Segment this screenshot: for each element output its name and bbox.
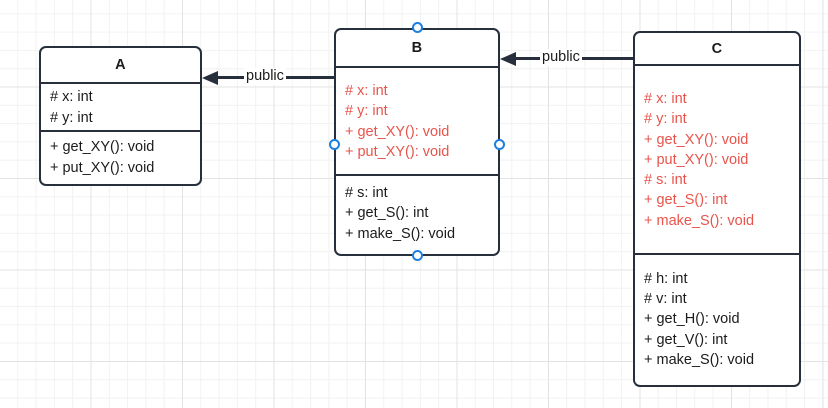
uml-member: # y: int	[345, 103, 388, 120]
uml-member: # s: int	[345, 185, 388, 202]
uml-member: # x: int	[345, 82, 388, 99]
generalization-connector-b-to-a[interactable]: public	[202, 67, 334, 91]
uml-class-c-operations: # h: int # v: int + get_H(): void + get_…	[635, 253, 799, 383]
generalization-connector-c-to-b[interactable]: public	[500, 48, 633, 72]
uml-class-b-attributes: # x: int # y: int + get_XY(): void + put…	[336, 68, 498, 174]
uml-class-a-attributes: # x: int # y: int	[41, 84, 200, 130]
uml-class-a-operations: + get_XY(): void + put_XY(): void	[41, 130, 200, 182]
uml-member: # x: int	[644, 90, 687, 107]
uml-member: + make_S(): void	[345, 225, 456, 242]
connector-label: public	[540, 49, 582, 66]
arrowhead-icon	[500, 52, 516, 66]
selection-handle-top[interactable]	[412, 22, 423, 33]
uml-class-b[interactable]: B # x: int # y: int + get_XY(): void + p…	[334, 28, 500, 256]
uml-member: + get_S(): int	[345, 205, 429, 222]
uml-member: + put_XY(): void	[50, 159, 155, 176]
uml-class-c-attributes: # x: int # y: int + get_XY(): void + put…	[635, 66, 799, 253]
selection-handle-left[interactable]	[329, 139, 340, 150]
uml-member: # v: int	[644, 291, 687, 308]
selection-handle-bottom[interactable]	[412, 250, 423, 261]
uml-member: # y: int	[50, 109, 93, 126]
uml-class-c-title: C	[635, 33, 799, 66]
uml-member: + put_XY(): void	[644, 151, 749, 168]
uml-member: + get_XY(): void	[50, 139, 155, 156]
uml-member: # y: int	[644, 111, 687, 128]
connector-label: public	[244, 68, 286, 85]
uml-member: + get_XY(): void	[345, 123, 450, 140]
uml-member: + put_XY(): void	[345, 143, 450, 160]
connector-line	[514, 57, 633, 60]
connector-line	[216, 76, 334, 79]
uml-class-b-title: B	[336, 30, 498, 68]
uml-member: + make_S(): void	[644, 212, 755, 229]
uml-member: # s: int	[644, 172, 687, 189]
uml-member: + get_V(): int	[644, 331, 728, 348]
uml-class-a-title: A	[41, 48, 200, 84]
uml-member: # x: int	[50, 89, 93, 106]
uml-class-b-operations: # s: int + get_S(): int + make_S(): void	[336, 174, 498, 250]
arrowhead-icon	[202, 71, 218, 85]
uml-member: + get_XY(): void	[644, 131, 749, 148]
uml-member: # h: int	[644, 270, 688, 287]
uml-class-c[interactable]: C # x: int # y: int + get_XY(): void + p…	[633, 31, 801, 387]
uml-class-a[interactable]: A # x: int # y: int + get_XY(): void + p…	[39, 46, 202, 186]
uml-member: + get_H(): void	[644, 311, 740, 328]
selection-handle-right[interactable]	[494, 139, 505, 150]
uml-member: + get_S(): int	[644, 192, 728, 209]
uml-member: + make_S(): void	[644, 351, 755, 368]
